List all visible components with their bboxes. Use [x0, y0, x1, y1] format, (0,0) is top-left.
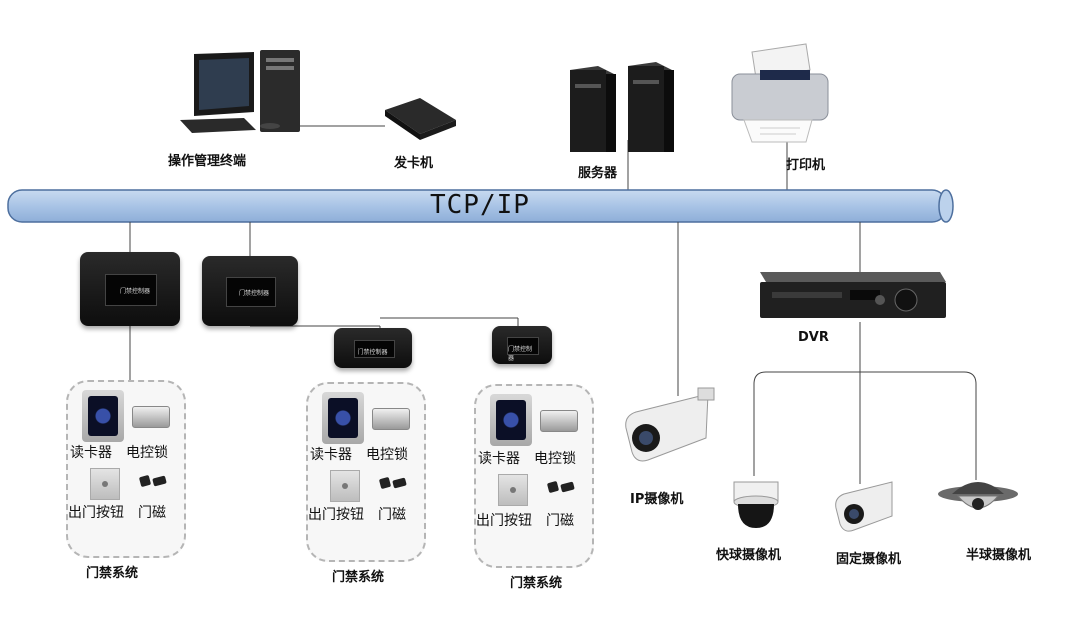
magnet-label: 门磁 [546, 513, 574, 529]
fixed-camera-label: 固定摄像机 [836, 552, 902, 567]
exit-button-icon [330, 470, 360, 502]
dvr-icon [760, 272, 946, 318]
dome-camera-label: 半球摄像机 [966, 548, 1032, 563]
electric-lock-icon [372, 408, 410, 430]
lock-label: 电控锁 [366, 447, 408, 463]
reader-label: 读卡器 [310, 447, 352, 463]
access-controller: 门禁控制器 [492, 326, 552, 364]
ip-camera-icon [625, 387, 715, 462]
exit-button-label: 出门按钮 [476, 513, 532, 529]
card-reader-icon [322, 392, 364, 444]
ip-camera-label: IP摄像机 [630, 492, 684, 507]
terminal-label: 操作管理终端 [168, 154, 247, 169]
access-system-label: 门禁系统 [510, 576, 563, 591]
server-icon [570, 62, 674, 152]
access-controller: 门禁控制器 [202, 256, 298, 326]
lock-label: 电控锁 [126, 445, 168, 461]
magnet-label: 门磁 [138, 505, 166, 521]
access-controller: 门禁控制器 [334, 328, 412, 368]
door-magnet-icon [380, 476, 406, 490]
card-reader-icon [490, 394, 532, 446]
lock-label: 电控锁 [534, 451, 576, 467]
access-group: 读卡器 电控锁 出门按钮 门磁 [474, 384, 594, 568]
card-issuer-icon [385, 98, 456, 140]
access-controller: 门禁控制器 [80, 252, 180, 326]
exit-button-icon [90, 468, 120, 500]
access-system-label: 门禁系统 [332, 570, 385, 585]
fixed-camera-icon [835, 481, 893, 532]
computer-icon [180, 50, 300, 133]
bus-label: TCP/IP [430, 190, 530, 220]
controller-text: 门禁控制器 [357, 348, 388, 356]
reader-label: 读卡器 [70, 445, 112, 461]
magnet-label: 门磁 [378, 507, 406, 523]
controller-text: 门禁控制器 [238, 289, 269, 297]
speed-dome-camera-icon [733, 481, 779, 528]
reader-label: 读卡器 [478, 451, 520, 467]
access-group: 读卡器 电控锁 出门按钮 门磁 [66, 380, 186, 558]
controller-text: 门禁控制器 [508, 345, 533, 362]
server-label: 服务器 [578, 166, 618, 181]
card-reader-icon [82, 390, 124, 442]
exit-button-label: 出门按钮 [308, 507, 364, 523]
speed-dome-label: 快球摄像机 [716, 548, 782, 563]
access-system-label: 门禁系统 [86, 566, 139, 581]
controller-text: 门禁控制器 [119, 287, 150, 295]
dome-camera-icon [938, 482, 1018, 510]
printer-label: 打印机 [786, 158, 826, 173]
door-magnet-icon [140, 474, 166, 488]
dvr-label: DVR [798, 330, 829, 345]
electric-lock-icon [540, 410, 578, 432]
access-group: 读卡器 电控锁 出门按钮 门磁 [306, 382, 426, 562]
printer-icon [731, 43, 829, 143]
exit-button-label: 出门按钮 [68, 505, 124, 521]
door-magnet-icon [548, 480, 574, 494]
electric-lock-icon [132, 406, 170, 428]
exit-button-icon [498, 474, 528, 506]
card-issuer-label: 发卡机 [394, 156, 434, 171]
